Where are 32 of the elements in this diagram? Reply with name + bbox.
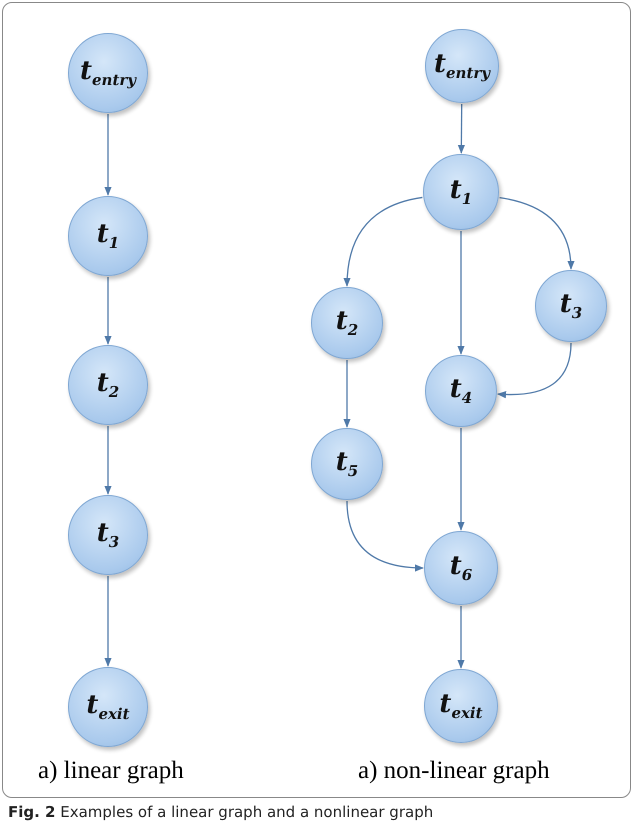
- node-label: t$_{2}$: [336, 308, 358, 338]
- graph-label: a) non-linear graph: [358, 757, 550, 785]
- node-label: t$_{entry}$: [434, 50, 490, 82]
- arrow: [346, 500, 424, 572]
- node-label: t$_{3}$: [560, 290, 582, 322]
- arrow: [104, 277, 112, 345]
- arrow: [343, 360, 351, 428]
- node-label: t$_{entry}$: [80, 58, 136, 88]
- arrow: [104, 114, 112, 196]
- arrow: [104, 576, 112, 667]
- arrow: [457, 606, 465, 669]
- node-label: t$_{3}$: [96, 520, 120, 550]
- arrow: [344, 196, 422, 287]
- node-label: t$_{4}$: [450, 376, 472, 406]
- node-circle: [311, 428, 383, 500]
- node-label: t$_{exit}$: [86, 692, 130, 722]
- arrow: [457, 231, 465, 355]
- node-circle: [311, 287, 383, 359]
- node-label: t$_{2}$: [96, 370, 120, 400]
- node-label: t$_{6}$: [450, 552, 472, 584]
- node-label: t$_{5}$: [336, 448, 358, 480]
- figure-caption: Fig. 2 Examples of a linear graph and a nonlinear graph: [8, 803, 434, 821]
- arrow: [496, 342, 572, 398]
- arrow: [458, 104, 466, 154]
- graph-label: a) linear graph: [38, 757, 184, 785]
- arrow: [499, 196, 574, 270]
- arrow: [104, 426, 112, 495]
- arrow: [457, 428, 465, 531]
- node-label: t$_{1}$: [450, 176, 472, 208]
- node-circle: [535, 270, 607, 342]
- node-label: t$_{exit}$: [439, 690, 483, 722]
- node-label: t$_{1}$: [96, 220, 120, 252]
